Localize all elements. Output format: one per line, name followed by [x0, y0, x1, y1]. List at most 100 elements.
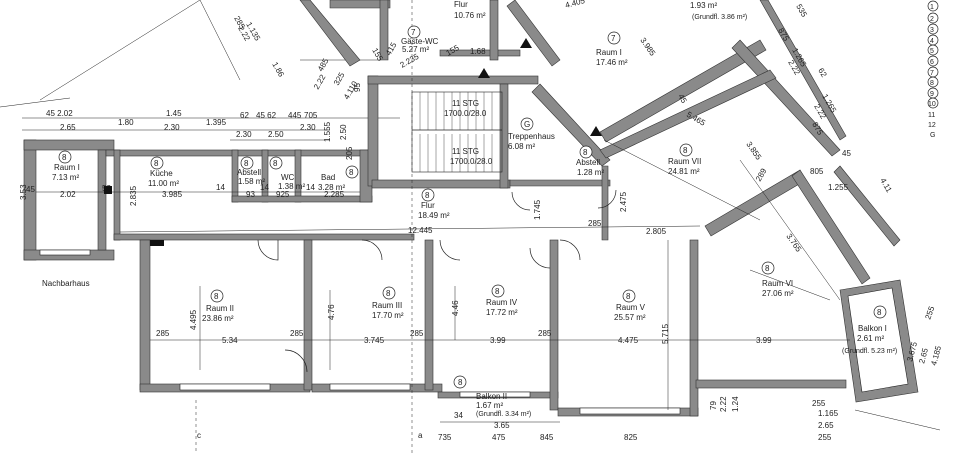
svg-text:4.475: 4.475: [618, 336, 639, 345]
svg-text:WC: WC: [281, 173, 295, 182]
room-abstell-left: 8 Abstell 1.58 m²: [237, 159, 265, 186]
svg-text:Raum V: Raum V: [616, 303, 646, 312]
room-kueche: 8 Küche 11.00 m²: [148, 159, 179, 188]
svg-text:3.765: 3.765: [784, 232, 803, 254]
svg-text:445: 445: [288, 111, 302, 120]
svg-text:285: 285: [538, 329, 552, 338]
svg-text:Flur: Flur: [421, 201, 435, 210]
svg-text:Abstell: Abstell: [576, 158, 600, 167]
svg-text:8: 8: [765, 264, 770, 273]
rotated-dimension-labels: 3.53 2.835 4.495 4.76 4.46 5.715 1.745 2…: [19, 0, 943, 412]
svg-text:17.70 m²: 17.70 m²: [372, 311, 404, 320]
svg-text:4.46: 4.46: [451, 300, 460, 316]
room-raum5: 8 Raum V 25.57 m²: [614, 292, 646, 322]
svg-text:8: 8: [62, 153, 67, 162]
svg-text:45 62: 45 62: [256, 111, 277, 120]
svg-text:Raum III: Raum III: [372, 301, 402, 310]
room-raum7: 8 Raum VII 24.81 m²: [668, 146, 701, 176]
svg-text:3.745: 3.745: [364, 336, 385, 345]
svg-text:1.24: 1.24: [731, 396, 740, 412]
svg-text:17.72 m²: 17.72 m²: [486, 308, 518, 317]
svg-text:G: G: [524, 120, 530, 129]
svg-text:Raum I: Raum I: [54, 163, 80, 172]
svg-text:11: 11: [928, 112, 935, 119]
svg-text:8: 8: [154, 159, 159, 168]
svg-text:255: 255: [818, 433, 832, 442]
svg-text:2.285: 2.285: [324, 190, 345, 199]
svg-text:8: 8: [349, 168, 354, 177]
svg-text:Flur: Flur: [454, 0, 468, 9]
svg-text:7: 7: [930, 70, 934, 77]
svg-text:3.855: 3.855: [744, 140, 763, 162]
svg-text:4.185: 4.185: [929, 344, 943, 366]
walls: [23, 0, 919, 417]
svg-text:4.76: 4.76: [327, 304, 336, 320]
svg-text:Balkon II: Balkon II: [476, 392, 507, 401]
svg-text:2.30: 2.30: [236, 130, 252, 139]
room-balkon2: 8 Balkon II 1.67 m² (Grundfl. 3.34 m²): [458, 378, 531, 418]
room-flur-main: 8 Flur 18.49 m²: [418, 191, 450, 220]
svg-text:Raum IV: Raum IV: [486, 298, 518, 307]
room-treppenhaus: G Treppenhaus 6.08 m²: [508, 120, 555, 151]
svg-text:8: 8: [273, 159, 278, 168]
stairs-lower-label: 11 STG: [452, 147, 479, 156]
svg-text:62: 62: [816, 67, 829, 80]
room-bad: 8 Bad 3.28 m²: [318, 168, 354, 192]
svg-text:2.805: 2.805: [646, 227, 667, 236]
svg-text:23.86 m²: 23.86 m²: [202, 314, 234, 323]
svg-text:4.495: 4.495: [189, 309, 198, 330]
svg-text:62: 62: [240, 111, 249, 120]
svg-text:1.395: 1.395: [206, 118, 227, 127]
svg-text:8: 8: [214, 292, 219, 301]
svg-text:8: 8: [583, 148, 588, 157]
svg-text:3.99: 3.99: [490, 336, 506, 345]
room-abstell-right: 8 Abstell 1.28 m²: [576, 148, 604, 177]
svg-text:12.445: 12.445: [408, 226, 433, 235]
svg-text:289: 289: [754, 166, 769, 183]
svg-text:79: 79: [709, 401, 718, 410]
svg-text:95: 95: [353, 83, 362, 92]
svg-text:2.30: 2.30: [164, 123, 180, 132]
svg-text:25.57 m²: 25.57 m²: [614, 313, 646, 322]
svg-text:3.28 m²: 3.28 m²: [318, 183, 345, 192]
svg-text:3.65: 3.65: [494, 421, 510, 430]
stairs-upper-label: 11 STG: [452, 99, 479, 108]
room-raum4: 8 Raum IV 17.72 m²: [486, 287, 518, 317]
svg-text:285: 285: [156, 329, 170, 338]
svg-text:1.255: 1.255: [828, 183, 849, 192]
svg-text:2.22: 2.22: [312, 73, 328, 91]
svg-text:6.08 m²: 6.08 m²: [508, 142, 535, 151]
svg-text:Treppenhaus: Treppenhaus: [508, 132, 555, 141]
svg-text:285: 285: [588, 219, 602, 228]
svg-text:5: 5: [930, 48, 934, 55]
svg-text:1.165: 1.165: [818, 409, 839, 418]
top-dimension-lines: [0, 0, 400, 141]
svg-text:1.86: 1.86: [270, 61, 286, 79]
svg-text:17.46 m²: 17.46 m²: [596, 58, 628, 67]
svg-text:(Grundfl. 5.23 m²): (Grundfl. 5.23 m²): [842, 348, 897, 355]
svg-text:7.13 m²: 7.13 m²: [52, 173, 79, 182]
svg-text:93: 93: [246, 190, 255, 199]
svg-text:2.22: 2.22: [719, 396, 728, 412]
svg-text:Raum VI: Raum VI: [762, 279, 793, 288]
room-raum3: 8 Raum III 17.70 m²: [372, 289, 404, 320]
svg-text:1.38 m²: 1.38 m²: [278, 182, 305, 191]
svg-text:Küche: Küche: [150, 169, 173, 178]
svg-text:8: 8: [495, 287, 500, 296]
staircase: [411, 91, 503, 173]
room-balkon1: 8 Balkon I 2.61 m² (Grundfl. 5.23 m²): [842, 308, 897, 355]
door-swings: [257, 189, 617, 373]
room-wc: 8 WC 1.38 m²: [273, 159, 305, 191]
svg-text:4.405: 4.405: [564, 0, 586, 10]
svg-text:6: 6: [930, 59, 934, 66]
svg-text:325: 325: [332, 70, 347, 87]
room-raum6: 8 Raum VI 27.06 m²: [762, 264, 794, 298]
svg-text:5.34: 5.34: [222, 336, 238, 345]
svg-text:825: 825: [624, 433, 638, 442]
svg-text:735: 735: [438, 433, 452, 442]
svg-text:8: 8: [626, 292, 631, 301]
svg-text:7: 7: [411, 28, 416, 37]
svg-text:2.65: 2.65: [60, 123, 76, 132]
svg-text:8: 8: [877, 308, 882, 317]
